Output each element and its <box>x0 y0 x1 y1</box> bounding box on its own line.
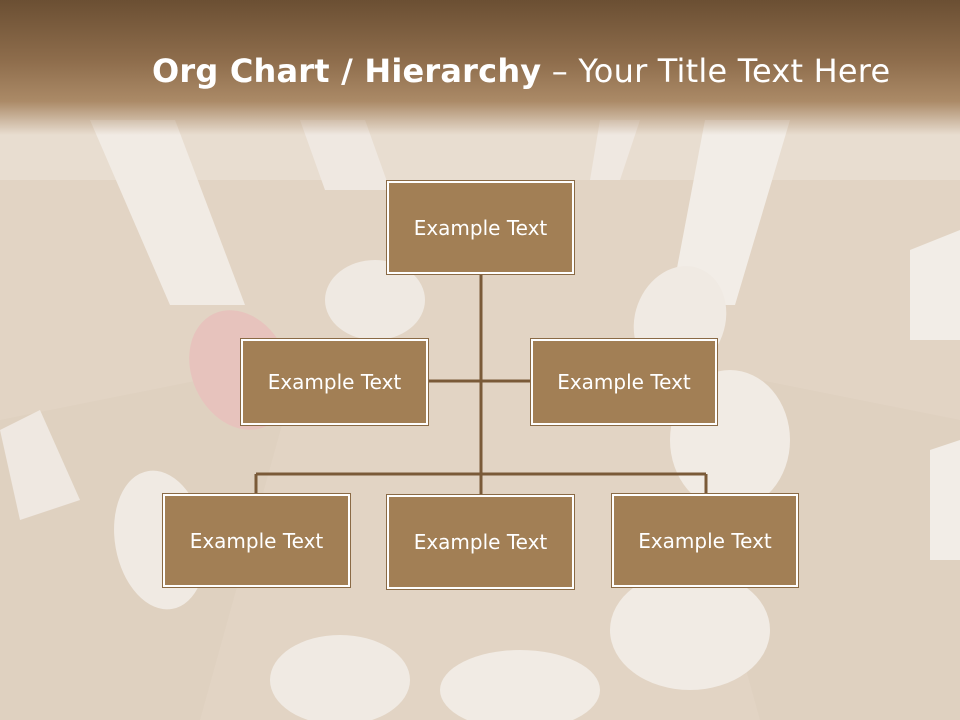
title-dash: – <box>541 52 579 90</box>
title-bold-text: Org Chart / Hierarchy <box>152 52 542 90</box>
org-node-label: Example Text <box>557 370 691 394</box>
org-node-level2-right[interactable]: Example Text <box>531 339 717 425</box>
title-banner <box>0 0 960 135</box>
org-node-label: Example Text <box>413 530 548 554</box>
org-node-level3-right[interactable]: Example Text <box>612 494 798 587</box>
org-node-label: Example Text <box>267 370 402 394</box>
slide-title: Org Chart / Hierarchy – Your Title Text … <box>152 52 890 90</box>
org-node-level3-left[interactable]: Example Text <box>163 494 350 587</box>
org-node-label: Example Text <box>638 528 772 553</box>
org-node-label: Example Text <box>413 215 548 240</box>
org-node-level3-center[interactable]: Example Text <box>387 495 574 589</box>
org-node-root[interactable]: Example Text <box>387 181 574 274</box>
org-node-label: Example Text <box>189 528 324 553</box>
org-node-level2-left[interactable]: Example Text <box>241 339 428 425</box>
title-rest-text: Your Title Text Here <box>578 52 891 90</box>
